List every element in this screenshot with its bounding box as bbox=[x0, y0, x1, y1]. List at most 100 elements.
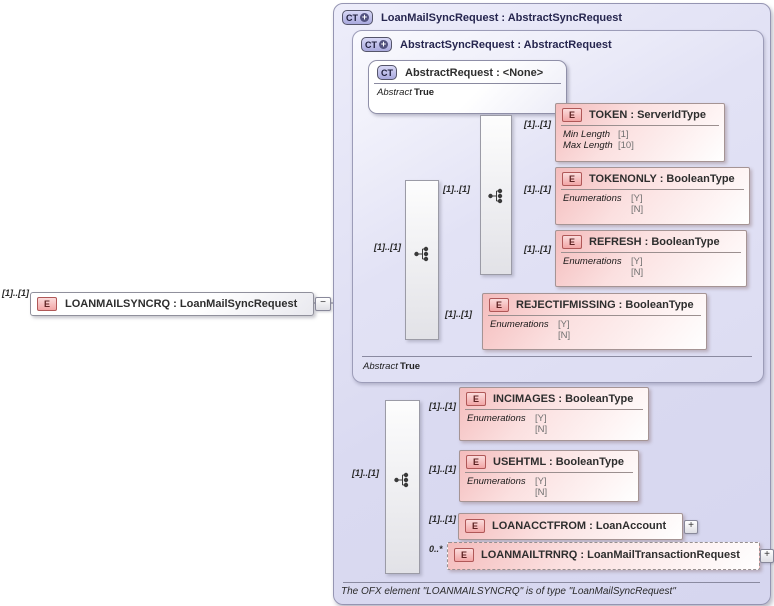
separator bbox=[374, 83, 561, 84]
complex-type-header: CT+ LoanMailSyncRequest : AbstractSyncRe… bbox=[334, 4, 770, 25]
attribute-name: Max Length bbox=[563, 140, 613, 151]
element-title: LOANACCTFROM : LoanAccount bbox=[492, 520, 667, 532]
attribute-value: [N] bbox=[631, 204, 644, 215]
element-token[interactable]: E TOKEN : ServerIdType Min Length [1] Ma… bbox=[555, 103, 725, 162]
separator bbox=[465, 472, 633, 473]
cardinality-label: [1]..[1] bbox=[352, 468, 379, 478]
expand-button[interactable]: + bbox=[684, 520, 698, 534]
attribute-row: Min Length [1] bbox=[556, 129, 724, 140]
complex-type-badge: CT+ bbox=[361, 37, 392, 52]
attribute-row: Enumerations [Y][N] bbox=[556, 193, 749, 215]
attribute-value: [Y] bbox=[631, 193, 643, 204]
ct-badge-label: CT bbox=[365, 39, 377, 50]
element-incimages[interactable]: E INCIMAGES : BooleanType Enumerations [… bbox=[459, 387, 649, 441]
attribute-name: Enumerations bbox=[490, 319, 549, 330]
ct-badge-label: CT bbox=[381, 67, 393, 78]
sequence-icon bbox=[414, 246, 429, 262]
sequence-icon bbox=[394, 472, 409, 488]
element-tokenonly[interactable]: E TOKENONLY : BooleanType Enumerations [… bbox=[555, 167, 750, 225]
complex-type-title: AbstractRequest : <None> bbox=[405, 66, 544, 79]
cardinality-label: 0..* bbox=[429, 544, 443, 554]
attribute-value: [Y] bbox=[535, 476, 547, 487]
element-refresh[interactable]: E REFRESH : BooleanType Enumerations [Y]… bbox=[555, 230, 747, 287]
attribute-name: Enumerations bbox=[467, 476, 526, 487]
element-loanmailtrnrq[interactable]: E LOANMAILTRNRQ : LoanMailTransactionReq… bbox=[447, 542, 760, 570]
cardinality-label: [1]..[1] bbox=[374, 242, 401, 252]
expand-icon: + bbox=[379, 39, 388, 49]
element-title: INCIMAGES : BooleanType bbox=[493, 393, 634, 405]
attribute-name: Abstract bbox=[363, 361, 398, 372]
element-badge: E bbox=[454, 548, 474, 562]
attribute-value: [Y] bbox=[631, 256, 643, 267]
element-badge: E bbox=[562, 108, 582, 122]
footer-separator bbox=[343, 582, 760, 583]
attribute-name: Enumerations bbox=[467, 413, 526, 424]
complex-type-badge: CT+ bbox=[342, 10, 373, 25]
attribute-value: [1] bbox=[618, 129, 629, 140]
complex-type-header: CT AbstractRequest : <None> bbox=[369, 61, 566, 80]
element-rejectifmissing[interactable]: E REJECTIFMISSING : BooleanType Enumerat… bbox=[482, 293, 707, 350]
separator bbox=[561, 252, 741, 253]
ct-badge-label: CT bbox=[346, 12, 358, 23]
abstract-row: Abstract True bbox=[369, 87, 566, 98]
sequence-compositor bbox=[385, 400, 420, 574]
cardinality-label: [1]..[1] bbox=[445, 309, 472, 319]
abstract-separator bbox=[362, 356, 752, 357]
complex-type-badge: CT bbox=[377, 65, 397, 80]
element-loanmailsyncrq[interactable]: E LOANMAILSYNCRQ : LoanMailSyncRequest bbox=[30, 292, 314, 316]
cardinality-label: [1]..[1] bbox=[429, 514, 456, 524]
element-usehtml[interactable]: E USEHTML : BooleanType Enumerations [Y]… bbox=[459, 450, 639, 502]
separator bbox=[561, 189, 744, 190]
cardinality-label: [1]..[1] bbox=[2, 288, 29, 298]
sequence-compositor bbox=[480, 115, 512, 275]
element-title: USEHTML : BooleanType bbox=[493, 456, 624, 468]
attribute-row: Enumerations [Y][N] bbox=[460, 413, 648, 435]
cardinality-label: [1]..[1] bbox=[429, 464, 456, 474]
attribute-row: Enumerations [Y][N] bbox=[556, 256, 746, 278]
element-title: REFRESH : BooleanType bbox=[589, 236, 720, 248]
abstract-row: Abstract True bbox=[363, 361, 420, 372]
cardinality-label: [1]..[1] bbox=[524, 244, 551, 254]
attribute-value: True bbox=[414, 87, 435, 98]
attribute-value: [N] bbox=[631, 267, 644, 278]
element-badge: E bbox=[466, 392, 486, 406]
element-title: LOANMAILTRNRQ : LoanMailTransactionReque… bbox=[481, 549, 740, 561]
element-title: TOKEN : ServerIdType bbox=[589, 109, 706, 121]
element-loanacctfrom[interactable]: E LOANACCTFROM : LoanAccount bbox=[458, 513, 683, 540]
collapse-button[interactable]: − bbox=[315, 297, 331, 311]
attribute-row: Enumerations [Y][N] bbox=[483, 319, 706, 341]
sequence-icon bbox=[488, 188, 503, 204]
attribute-name: Enumerations bbox=[563, 193, 622, 204]
cardinality-label: [1]..[1] bbox=[524, 184, 551, 194]
attribute-value: True bbox=[400, 361, 421, 372]
attribute-row: Enumerations [Y][N] bbox=[460, 476, 638, 498]
attribute-value: [N] bbox=[558, 330, 571, 341]
attribute-value: [N] bbox=[535, 424, 548, 435]
element-title: TOKENONLY : BooleanType bbox=[589, 173, 735, 185]
cardinality-label: [1]..[1] bbox=[429, 401, 456, 411]
attribute-name: Abstract bbox=[377, 87, 412, 98]
expand-icon: + bbox=[360, 12, 369, 22]
separator bbox=[488, 315, 701, 316]
separator bbox=[465, 409, 643, 410]
cardinality-label: [1]..[1] bbox=[524, 119, 551, 129]
attribute-value: [Y] bbox=[558, 319, 570, 330]
attribute-value: [10] bbox=[618, 140, 634, 151]
element-badge: E bbox=[466, 455, 486, 469]
complex-type-header: CT+ AbstractSyncRequest : AbstractReques… bbox=[353, 31, 763, 52]
expand-button[interactable]: + bbox=[760, 549, 774, 563]
separator bbox=[561, 125, 719, 126]
attribute-value: [N] bbox=[535, 487, 548, 498]
attribute-name: Enumerations bbox=[563, 256, 622, 267]
element-badge: E bbox=[562, 235, 582, 249]
element-title: REJECTIFMISSING : BooleanType bbox=[516, 299, 694, 311]
sequence-compositor bbox=[405, 180, 439, 340]
element-badge: E bbox=[562, 172, 582, 186]
element-badge: E bbox=[489, 298, 509, 312]
attribute-row: Max Length [10] bbox=[556, 140, 724, 151]
complex-type-title: LoanMailSyncRequest : AbstractSyncReques… bbox=[381, 11, 623, 24]
element-badge: E bbox=[37, 297, 57, 311]
element-title: LOANMAILSYNCRQ : LoanMailSyncRequest bbox=[65, 298, 298, 310]
cardinality-label: [1]..[1] bbox=[443, 184, 470, 194]
